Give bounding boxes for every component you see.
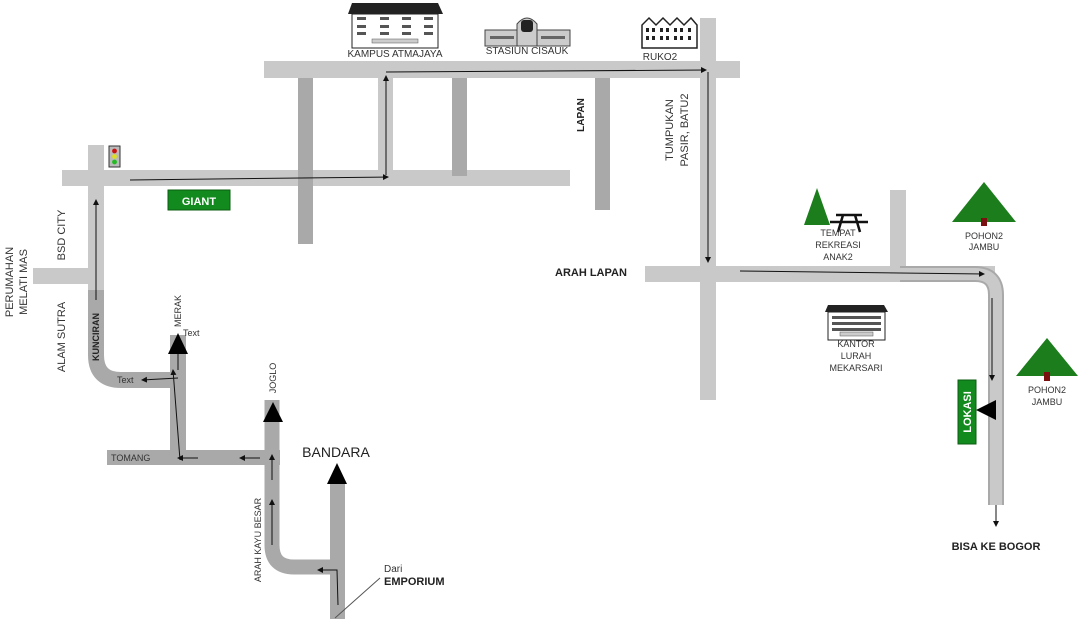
kantor-label-3: MEKARSARI bbox=[829, 363, 882, 373]
arah-lapan-label: ARAH LAPAN bbox=[555, 267, 627, 279]
kantor-label-2: LURAH bbox=[841, 351, 872, 361]
kunciran-label: KUNCIRAN bbox=[91, 313, 101, 361]
bsd-label: BSD CITY bbox=[56, 209, 68, 260]
merak-arrow-icon bbox=[168, 333, 188, 354]
tumpukan-label-2: PASIR, BATU2 bbox=[679, 94, 691, 167]
kantor-label-1: KANTOR bbox=[837, 339, 875, 349]
pohon-label-1b: JAMBU bbox=[969, 242, 1000, 252]
pohon-label-2b: JAMBU bbox=[1032, 397, 1063, 407]
dark-roads bbox=[107, 78, 906, 619]
bandara-arrow-icon bbox=[327, 463, 347, 484]
dari-label: Dari bbox=[384, 564, 402, 575]
joglo-arrow-icon bbox=[263, 402, 283, 422]
road-top bbox=[264, 61, 740, 78]
train-station-icon bbox=[484, 17, 571, 47]
lokasi-pointer-icon bbox=[976, 400, 996, 420]
rekreasi-label-1: TEMPAT bbox=[820, 228, 856, 238]
route-arrows bbox=[93, 67, 999, 606]
tumpukan-label-1: TUMPUKAN bbox=[664, 99, 676, 161]
emporium-pointer bbox=[334, 577, 381, 619]
road-kayu-besar bbox=[264, 400, 337, 575]
emporium-label: EMPORIUM bbox=[384, 576, 445, 588]
road-melati-mas bbox=[33, 268, 93, 284]
alam-sutra-label: ALAM SUTRA bbox=[56, 301, 68, 372]
rekreasi-label-2: REKREASI bbox=[815, 240, 861, 250]
guava-tree-icon bbox=[1016, 338, 1078, 381]
road-bandara bbox=[330, 482, 345, 619]
tree-icon bbox=[804, 188, 830, 225]
ruko-label: RUKO2 bbox=[643, 52, 678, 63]
office-building-icon bbox=[825, 305, 888, 341]
bandara-label: BANDARA bbox=[302, 444, 370, 460]
giant-sign bbox=[167, 189, 231, 211]
perumahan-label-1: PERUMAHAN bbox=[4, 247, 16, 317]
joglo-label: JOGLO bbox=[268, 363, 278, 394]
road-cross-2 bbox=[298, 78, 313, 244]
text-label-1: Text bbox=[183, 328, 200, 338]
campus-building-icon bbox=[348, 3, 443, 49]
tomang-label: TOMANG bbox=[111, 453, 150, 463]
labels: LAPAN TUMPUKAN PASIR, BATU2 BSD CITY PER… bbox=[4, 94, 1066, 588]
road-kunciran bbox=[88, 290, 178, 388]
picnic-table-icon bbox=[830, 213, 868, 233]
perumahan-label-2: MELATI MAS bbox=[18, 249, 30, 315]
kampus-label: KAMPUS ATMAJAYA bbox=[347, 49, 442, 60]
arah-kayu-besar-label: ARAH KAYU BESAR bbox=[253, 497, 263, 582]
road-cross-3 bbox=[452, 78, 467, 176]
road-lapan bbox=[595, 78, 610, 210]
rekreasi-label-3: ANAK2 bbox=[823, 252, 853, 262]
road-merak bbox=[170, 335, 186, 463]
bogor-label: BISA KE BOGOR bbox=[952, 541, 1041, 553]
lokasi-sign bbox=[957, 379, 977, 445]
road-lokasi bbox=[900, 266, 1004, 505]
road-small bbox=[890, 190, 906, 266]
shophouses-icon bbox=[641, 16, 698, 49]
stasiun-label: STASIUN CISAUK bbox=[486, 46, 569, 57]
pohon-label-2a: POHON2 bbox=[1028, 385, 1066, 395]
traffic-light-icon bbox=[108, 145, 121, 168]
lapan-label: LAPAN bbox=[576, 98, 587, 132]
merak-label: MERAK bbox=[173, 295, 183, 327]
giant-label: GIANT bbox=[182, 196, 217, 208]
guava-tree-icon bbox=[952, 182, 1016, 226]
lokasi-label: LOKASI bbox=[962, 391, 974, 433]
pohon-label-1a: POHON2 bbox=[965, 231, 1003, 241]
text-label-2: Text bbox=[117, 375, 134, 385]
